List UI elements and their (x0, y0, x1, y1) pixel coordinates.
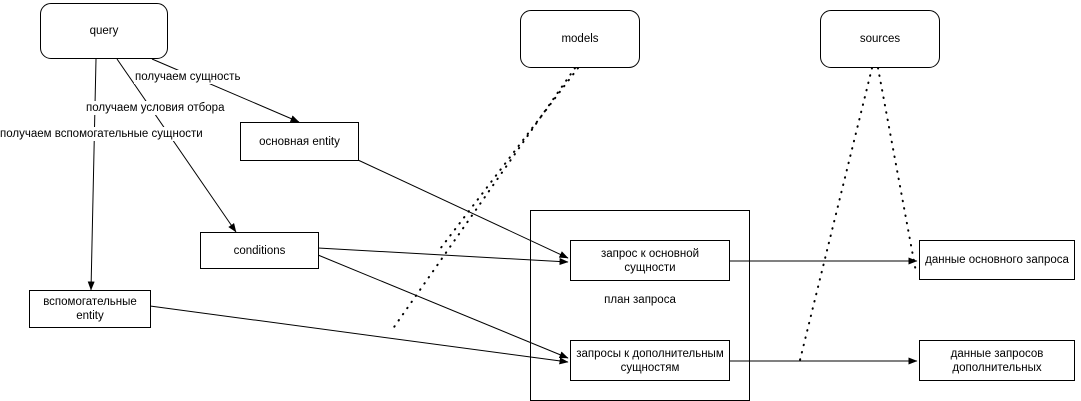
edge-sources-to-aux-data (877, 67, 917, 273)
edge-aux-entity-to-aux-requests (149, 305, 569, 365)
node-aux-data-label: данные запросов дополнительных (950, 347, 1044, 374)
node-aux-requests-label: запросы к дополнительным сущностям (576, 347, 724, 374)
node-main-data[interactable]: данные основного запроса (919, 240, 1075, 280)
node-aux-entity-label: вспомогательные entity (43, 296, 137, 322)
node-aux-requests[interactable]: запросы к дополнительным сущностям (570, 340, 730, 381)
edge-sources-to-main-data (799, 67, 873, 361)
node-main-data-label: данные основного запроса (925, 254, 1069, 266)
node-main-request[interactable]: запрос к основной сущности (570, 240, 730, 281)
node-main-request-label: запрос к основной сущности (600, 247, 700, 274)
edge-label-get-entity: получаем сущность (134, 70, 242, 84)
node-main-entity-label: основная entity (259, 135, 340, 148)
edge-query-to-aux-entity (87, 58, 97, 291)
node-query-label: query (89, 25, 119, 37)
node-main-entity[interactable]: основная entity (240, 122, 359, 161)
node-sources[interactable]: sources (820, 10, 940, 68)
node-aux-entity[interactable]: вспомогательные entity (29, 290, 151, 328)
node-plan-label: план запроса (604, 294, 676, 306)
edge-label-get-conditions: получаем условия отбора (85, 101, 226, 115)
node-models-label: models (561, 33, 599, 45)
edge-query-to-conditions (116, 58, 237, 233)
node-conditions-label: conditions (233, 244, 286, 257)
node-query[interactable]: query (40, 3, 168, 59)
edge-label-get-aux-entities: получаем вспомогательные сущности (0, 127, 204, 141)
node-sources-label: sources (859, 33, 901, 45)
node-aux-data[interactable]: данные запросов дополнительных (919, 340, 1075, 381)
node-models[interactable]: models (520, 10, 640, 68)
node-conditions[interactable]: conditions (200, 232, 319, 269)
